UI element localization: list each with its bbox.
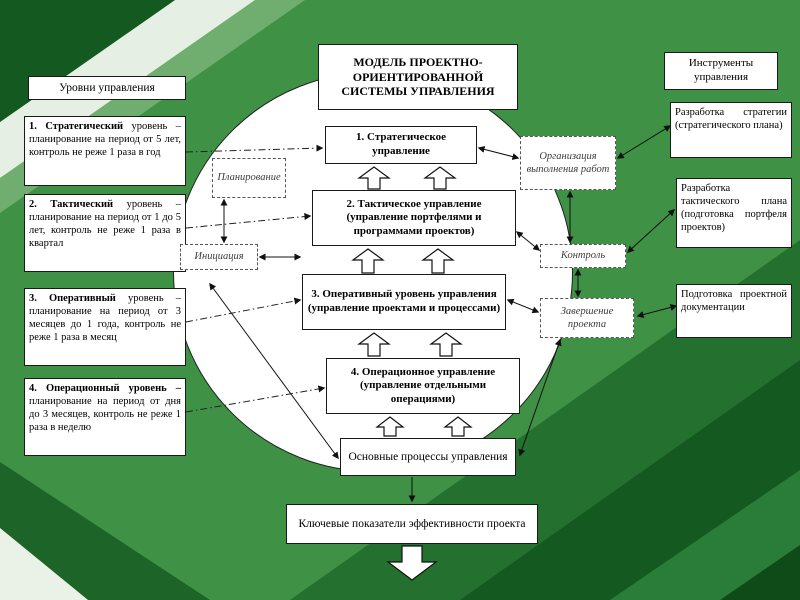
level-box-operative: 3. Оперативный уровень управления (управ… bbox=[302, 274, 506, 330]
tool-project-docs-text: Подготовка проектной документации bbox=[681, 289, 787, 314]
process-label-closing: Завершение проекта bbox=[540, 298, 634, 338]
kpi-box: Ключевые показатели эффективности проект… bbox=[286, 504, 538, 544]
kpi-down-arrow bbox=[386, 545, 438, 581]
tool-tactical-plan: Разработка тактического плана (подготовк… bbox=[676, 178, 792, 248]
level-description-2-title: 2. Тактический bbox=[29, 199, 114, 210]
core-processes-text: Основные процессы управления bbox=[348, 450, 508, 463]
tool-project-docs: Подготовка проектной документации bbox=[676, 284, 792, 338]
level-box-operational: 4. Операционное управление (управление о… bbox=[326, 358, 520, 414]
level-box-tactical: 2. Тактическое управление (управление по… bbox=[312, 190, 516, 246]
left-panel-header: Уровни управления bbox=[28, 76, 186, 100]
level-description-3-text: уровень – планирование на период от 3 ме… bbox=[29, 293, 181, 344]
process-label-planning-text: Планирование bbox=[217, 172, 281, 184]
level-description-3: 3. Оперативный уровень – планирование на… bbox=[24, 288, 186, 366]
process-label-initiation: Инициация bbox=[180, 244, 258, 270]
process-label-organization: Организация выполнения работ bbox=[520, 136, 616, 190]
level-description-2: 2. Тактический уровень – планирование на… bbox=[24, 194, 186, 272]
tool-strategy-plan-text: Разработка стратегии (стратегического пл… bbox=[675, 107, 787, 132]
level-description-4: 4. Операционный уровень – планирование н… bbox=[24, 378, 186, 456]
level-description-1: 1. Стратегический уровень – планирование… bbox=[24, 116, 186, 186]
level-box-strategic-text: 1. Стратегическое управление bbox=[356, 131, 446, 157]
level-description-4-title: 4. Операционный уровень – bbox=[29, 383, 181, 394]
process-label-planning: Планирование bbox=[212, 158, 286, 198]
left-panel-header-label: Уровни управления bbox=[59, 81, 155, 94]
process-label-closing-text: Завершение проекта bbox=[560, 305, 614, 330]
level-description-3-title: 3. Оперативный bbox=[29, 293, 116, 304]
process-label-initiation-text: Инициация bbox=[194, 251, 244, 263]
process-label-organization-text: Организация выполнения работ bbox=[526, 150, 610, 175]
tool-strategy-plan: Разработка стратегии (стратегического пл… bbox=[670, 102, 792, 158]
level-box-operational-text: 4. Операционное управление (управление о… bbox=[350, 365, 496, 405]
level-description-1-title: 1. Стратегический bbox=[29, 121, 124, 132]
right-panel-header-label: Инструменты управления bbox=[688, 57, 754, 83]
diagram-title-text: МОДЕЛЬ ПРОЕКТНО-ОРИЕНТИРОВАННОЙ СИСТЕМЫ … bbox=[341, 54, 495, 99]
level-box-strategic: 1. Стратегическое управление bbox=[325, 126, 477, 164]
right-panel-header: Инструменты управления bbox=[664, 52, 778, 90]
process-label-control-text: Контроль bbox=[560, 250, 606, 262]
process-label-control: Контроль bbox=[540, 244, 626, 268]
level-description-4-text: планирование на период от дня до 3 месяц… bbox=[29, 396, 181, 434]
level-box-tactical-text: 2. Тактическое управление (управление по… bbox=[346, 197, 482, 237]
level-description-2-text: уровень – планирование на период от 1 до… bbox=[29, 199, 182, 250]
tool-tactical-plan-text: Разработка тактического плана (подготовк… bbox=[681, 183, 787, 234]
level-box-operative-text: 3. Оперативный уровень управления (управ… bbox=[307, 288, 501, 314]
core-processes-box: Основные процессы управления bbox=[340, 438, 516, 476]
diagram-title: МОДЕЛЬ ПРОЕКТНО-ОРИЕНТИРОВАННОЙ СИСТЕМЫ … bbox=[318, 44, 518, 110]
level-description-1-text: уровень – планирование на период от 5 ле… bbox=[29, 121, 181, 159]
kpi-text: Ключевые показатели эффективности проект… bbox=[298, 517, 526, 530]
right-connector-lines bbox=[616, 125, 678, 318]
